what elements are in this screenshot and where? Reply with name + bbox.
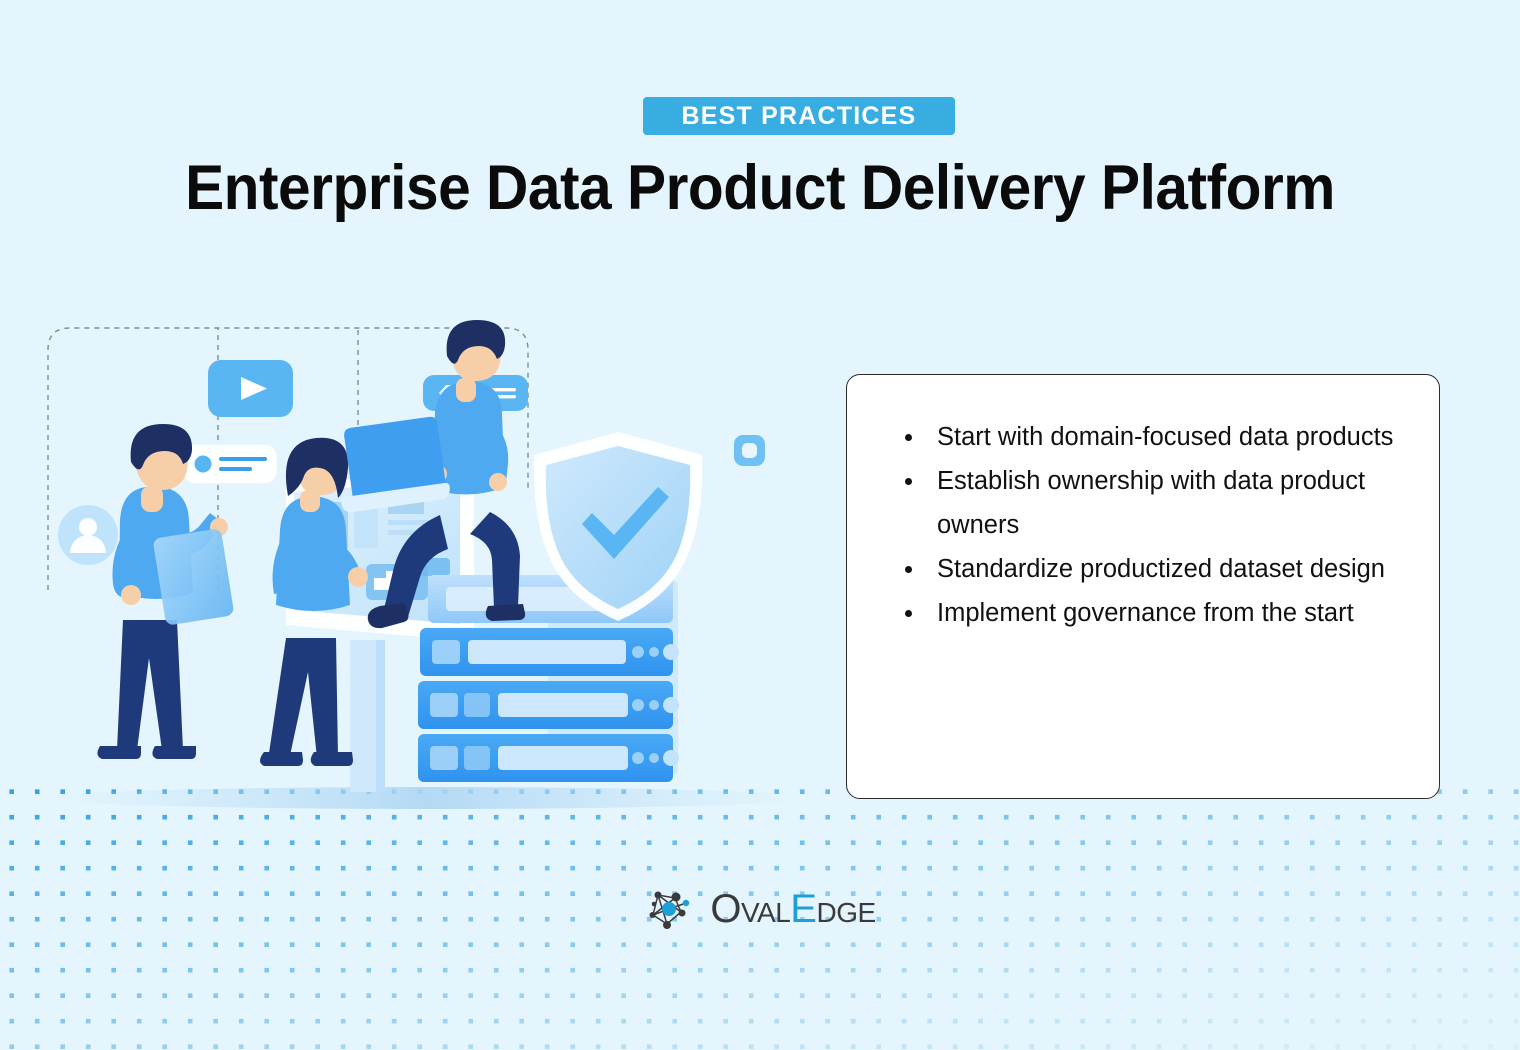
- user-avatar-icon: [58, 505, 118, 565]
- network-nodes-icon: [649, 891, 690, 929]
- logo-text-accent: E: [790, 887, 817, 931]
- list-item: Standardize productized dataset design: [899, 547, 1395, 591]
- kiosk-pole: [350, 640, 376, 792]
- list-item: Implement governance from the start: [899, 591, 1395, 635]
- server-unit: [420, 628, 679, 676]
- platform-illustration: [47, 320, 808, 809]
- person-with-tablet: [97, 424, 234, 759]
- small-rounded-square-icon: [734, 435, 765, 466]
- floor-shadow: [48, 787, 808, 809]
- play-button-card: [208, 360, 293, 417]
- badge-label: BEST PRACTICES: [681, 101, 917, 130]
- logo-wordmark: OvalEdge: [710, 887, 876, 931]
- best-practices-card: Start with domain-focused data products …: [846, 374, 1440, 799]
- tablet-device: [153, 529, 234, 625]
- list-item: Start with domain-focused data products: [899, 415, 1395, 459]
- server-unit: [418, 734, 679, 782]
- woman-at-dashboard-kiosk: [260, 437, 474, 792]
- logo-text-primary: Oval: [710, 887, 791, 931]
- page-title: Enterprise Data Product Delivery Platfor…: [185, 153, 1335, 223]
- notification-card: [183, 445, 277, 483]
- list-item: Establish ownership with data product ow…: [899, 459, 1395, 547]
- laptop-device: [341, 416, 450, 513]
- logo-text-secondary: dge: [816, 887, 876, 931]
- server-unit: [418, 681, 679, 729]
- security-shield-check-icon: [533, 432, 703, 621]
- best-practices-list: Start with domain-focused data products …: [899, 415, 1395, 635]
- best-practices-badge: BEST PRACTICES: [643, 97, 955, 135]
- person-with-laptop-on-servers: [341, 320, 526, 629]
- ovaledge-logo: OvalEdge: [0, 884, 1520, 934]
